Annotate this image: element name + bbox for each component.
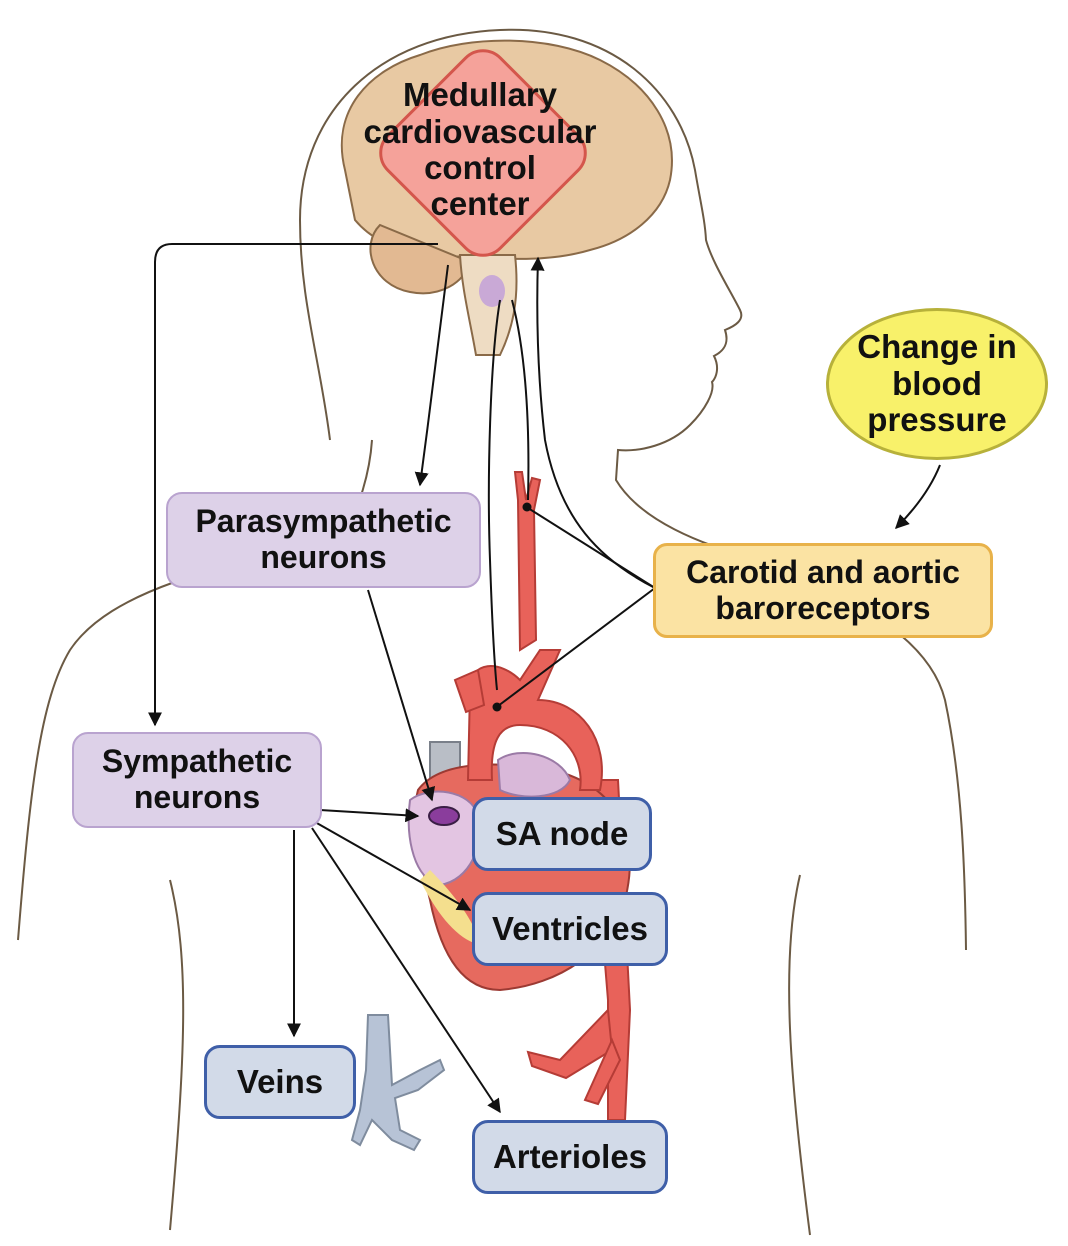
baroreceptors-node: Carotid and aortic baroreceptors [653, 543, 993, 638]
parasympathetic-line: neurons [195, 540, 451, 576]
sa-node-spot [429, 807, 459, 825]
vagus-nerve-1 [489, 300, 500, 690]
receptor-dot-carotid [523, 503, 532, 512]
sensory-nerve-carotid-branch [528, 508, 655, 588]
stimulus-node: Change in blood pressure [826, 308, 1048, 460]
pulmonary-trunk [498, 753, 570, 797]
receptor-dot-aortic [493, 703, 502, 712]
arterioles-box: Arterioles [472, 1120, 668, 1194]
control-center-line: control [364, 150, 597, 186]
baroreceptors-line: baroreceptors [686, 591, 960, 627]
baroreceptors-line: Carotid and aortic [686, 555, 960, 591]
arrow-sympathetic-to-sa [320, 810, 418, 816]
stimulus-line: blood [857, 366, 1017, 403]
arrow-center-to-sympathetic [155, 244, 438, 725]
sympathetic-node: Sympathetic neurons [72, 732, 322, 828]
ventricles-box: Ventricles [472, 892, 668, 966]
vein-graphic [352, 1015, 444, 1150]
aorta-stub [455, 670, 484, 712]
arrow-stimulus-to-receptors [896, 465, 940, 528]
stimulus-line: Change in [857, 329, 1017, 366]
medulla-spot [479, 275, 505, 307]
control-center-label: Medullary cardiovascular control center [364, 77, 597, 222]
sympathetic-line: neurons [102, 780, 292, 816]
control-center-line: cardiovascular [364, 114, 597, 150]
left-torso [170, 880, 183, 1230]
arrow-parasympathetic-to-sa [368, 590, 432, 800]
stimulus-line: pressure [857, 402, 1017, 439]
control-center-node: Medullary cardiovascular control center [370, 40, 590, 260]
parasympathetic-line: Parasympathetic [195, 504, 451, 540]
right-torso [789, 875, 810, 1235]
sensory-nerve-carotid [537, 258, 655, 588]
control-center-line: Medullary [364, 77, 597, 113]
parasympathetic-node: Parasympathetic neurons [166, 492, 481, 588]
sympathetic-line: Sympathetic [102, 744, 292, 780]
sa-node-box: SA node [472, 797, 652, 871]
arrow-center-to-parasympathetic [420, 265, 448, 485]
vagus-nerve-2 [512, 300, 528, 500]
veins-box: Veins [204, 1045, 356, 1119]
control-center-line: center [364, 186, 597, 222]
